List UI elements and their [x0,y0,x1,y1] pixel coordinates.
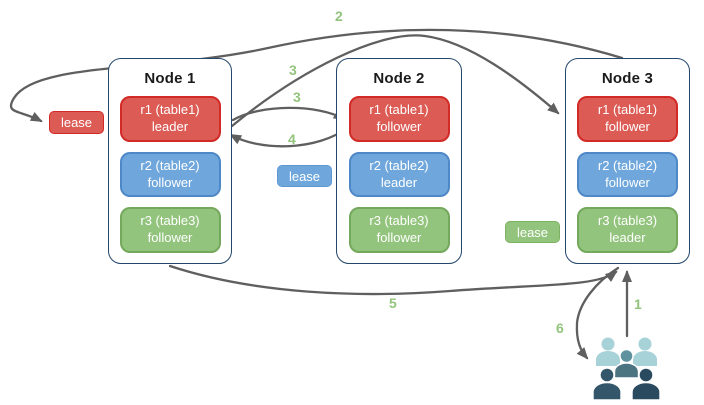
node-3-box: Node 3 r1 (table1) follower r2 (table2) … [565,58,690,264]
step-label-2: 2 [335,8,343,24]
range-name: r1 (table1) [597,101,658,117]
range-role: follower [376,230,422,246]
range-name: r2 (table2) [597,157,658,173]
range-role: leader [609,230,646,246]
range-role: follower [376,118,422,134]
lease-label: lease [288,168,321,184]
node-1-range-r1: r1 (table1) leader [119,96,221,142]
step-label-3b: 3 [293,89,301,105]
node-2-range-r2: r2 (table2) leader [348,151,450,198]
range-role: leader [151,118,189,134]
node-3-range-r2: r2 (table2) follower [577,151,678,198]
range-name: r1 (table1) [369,101,429,117]
node-2-title: Node 2 [373,70,425,87]
node-2-range-r1: r1 (table1) follower [348,96,450,142]
range-role: follower [147,230,193,246]
range-name: r3 (table3) [140,213,200,229]
users-middle-person [613,348,640,379]
users-front-row [592,367,661,401]
node-3-range-r3: r3 (table3) leader [577,207,678,254]
step-label-5: 5 [389,295,397,311]
node-1-range-r3: r3 (table3) follower [119,207,221,254]
arrow-step3-leader-to-node2-follower [231,106,346,122]
range-name: r1 (table1) [140,101,200,117]
arrow-step2-node3-to-lease [9,28,624,123]
range-role: leader [380,174,418,190]
node-3-range-r1: r1 (table1) follower [577,96,678,142]
range-role: follower [605,174,650,190]
node-2-range-r3: r3 (table3) follower [348,207,450,254]
node-1-box: Node 1 r1 (table1) leader r2 (table2) fo… [108,58,232,264]
step-label-4: 4 [288,131,296,147]
lease-tag-r3: lease [505,221,560,243]
step-label-6: 6 [556,320,564,336]
lease-label: lease [516,224,549,240]
users-group-icon [592,337,661,401]
range-role: follower [605,118,650,134]
range-name: r3 (table3) [597,213,658,229]
node-1-title: Node 1 [144,70,196,87]
arrow-step5-node1-to-node3 [168,264,618,296]
step-label-3a: 3 [289,62,297,78]
node-1-range-r2: r2 (table2) follower [119,151,221,198]
lease-tag-r2: lease [277,165,332,187]
node-2-box: Node 2 r1 (table1) follower r2 (table2) … [336,58,462,264]
step-label-1: 1 [634,296,642,312]
range-name: r3 (table3) [369,213,429,229]
lease-label: lease [60,115,93,130]
lease-tag-r1: lease [49,111,104,134]
range-name: r2 (table2) [140,157,200,173]
range-name: r2 (table2) [369,157,429,173]
node-3-title: Node 3 [601,70,654,87]
range-role: follower [147,174,193,190]
